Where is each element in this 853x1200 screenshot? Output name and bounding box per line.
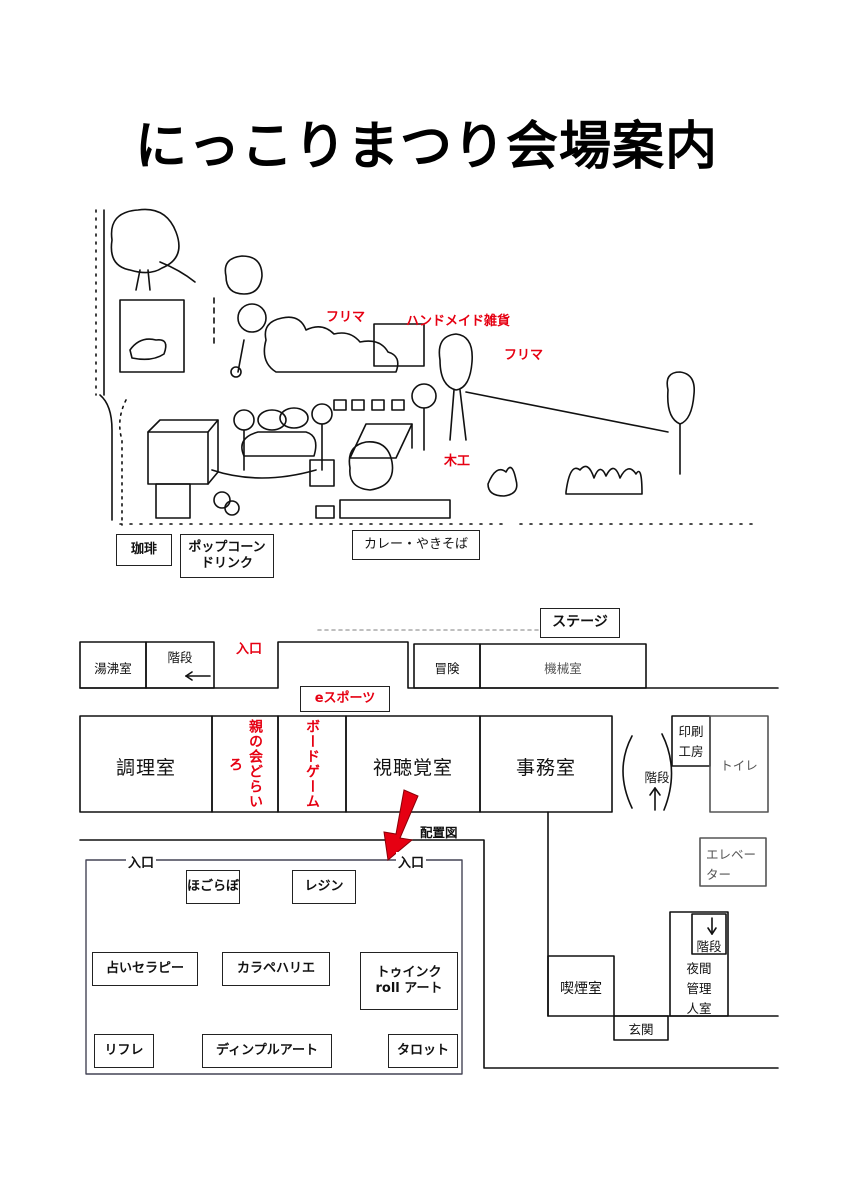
room-toilet: トイレ [720,757,758,773]
booth-dimple-art: ディンプルアート [202,1034,332,1068]
room-smoking: 喫煙室 [560,981,602,997]
tree-tall [438,333,473,391]
night-guard-3: 人室 [686,1000,712,1016]
label-woodwork: 木工 [444,454,471,469]
room-stairs-mid: 階段 [644,769,670,785]
room-av: 視聴覚室 [372,756,453,779]
label-handmade: ハンドメイド雑貨 [406,314,511,329]
entrance-left: 入口 [126,852,157,871]
room-cooking-label: 調理室 [115,756,176,779]
elevator-line2: ター [706,867,732,882]
room-front-door: 玄関 [628,1021,654,1037]
booth-hogorabo: ほごらぼ [186,870,240,904]
booth-karapeharie: カラペハリエ [222,952,330,986]
room-board-game: ボードゲーム [304,719,320,809]
room-parent-child: 親の会どらいろ [227,719,263,809]
layout-label: 配置図 [420,825,458,840]
label-flea-market-1: フリマ [326,310,366,325]
signboard [119,299,185,373]
booth-tarot: タロット [388,1034,458,1068]
room-print-2: 工房 [678,743,704,759]
page-title: にっこりまつり会場案内 [134,117,718,177]
booth-popcorn: ポップコーンドリンク [180,534,274,578]
layout-area [85,859,463,1075]
room-water-heater: 湯沸室 [94,660,132,676]
booth-coffee: 珈琲 [116,534,172,566]
tree-small [224,255,263,295]
tree-row [565,465,643,495]
path-curve [99,394,113,521]
arrow-down-icon [383,789,419,861]
elevator-line1: エレベー [706,847,757,862]
stage-label: ステージ [540,608,620,638]
night-guard-2: 管理 [686,980,712,996]
campfire [487,466,518,497]
bushes [263,316,399,373]
room-adventure: 冒険 [434,660,460,676]
room-stairs-top: 階段 [167,649,193,665]
night-guard-1: 夜間 [686,960,712,976]
room-office: 事務室 [515,756,576,779]
label-flea-market-2: フリマ [504,348,544,363]
room-machine: 機械室 [544,660,582,676]
building-cube [147,431,209,485]
corridor-bottom [79,839,779,1069]
booth-esports: eスポーツ [300,686,390,712]
tree-large [110,208,196,291]
booth-refle: リフレ [94,1034,154,1068]
room-print-1: 印刷 [678,723,704,739]
booth-curry: カレー・やきそば [352,530,480,560]
tent [241,431,317,457]
entrance-top: 入口 [236,642,263,657]
rope-line [465,391,669,433]
entrance-right: 入口 [396,852,427,871]
booth-fortune-therapy: 占いセラピー [92,952,198,986]
room-stairs-low: 階段 [696,938,722,954]
booth-resin: レジン [292,870,356,904]
